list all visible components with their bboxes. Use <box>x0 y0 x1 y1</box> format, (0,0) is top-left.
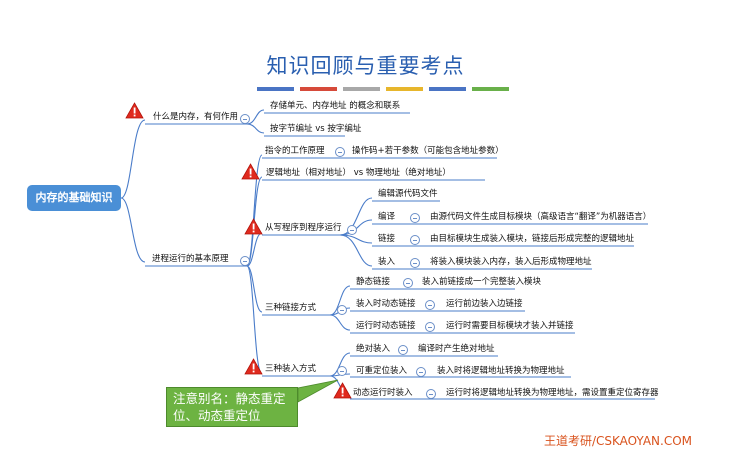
footer-watermark: 王道考研/CSKAOYAN.COM <box>543 434 692 448</box>
node-three-load-methods[interactable]: 三种装入方式 <box>265 364 317 374</box>
collapse-icon[interactable] <box>410 258 420 268</box>
node-static-link[interactable]: 静态链接 <box>356 277 391 287</box>
collapse-icon[interactable] <box>403 278 413 288</box>
node-instruction[interactable]: 指令的工作原理 <box>265 146 325 156</box>
root-node[interactable]: 内存的基础知识 <box>27 185 121 211</box>
color-bar <box>472 87 509 91</box>
collapse-icon[interactable] <box>337 305 347 315</box>
node-run-time-link-detail[interactable]: 运行时需要目标模块才装入并链接 <box>446 321 574 331</box>
color-bar <box>343 87 380 91</box>
title-color-bars <box>257 87 509 91</box>
collapse-icon[interactable] <box>240 114 250 124</box>
node-link-detail[interactable]: 由目标模块生成装入模块，链接后形成完整的逻辑地址 <box>430 234 635 244</box>
collapse-icon[interactable] <box>337 366 347 376</box>
color-bar <box>257 87 294 91</box>
node-load-detail[interactable]: 将装入模块装入内存，装入后形成物理地址 <box>430 257 592 267</box>
warning-icon <box>125 102 144 119</box>
node-run-time-dynamic-link[interactable]: 运行时动态链接 <box>356 321 416 331</box>
collapse-icon[interactable] <box>410 235 420 245</box>
warning-icon <box>333 382 352 399</box>
color-bar <box>429 87 466 91</box>
collapse-icon[interactable] <box>398 345 408 355</box>
node-compile-detail[interactable]: 由源代码文件生成目标模块（高级语言“翻译”为机器语言） <box>430 212 652 222</box>
page-title: 知识回顾与重要考点 <box>266 54 465 78</box>
node-link[interactable]: 链接 <box>378 234 396 244</box>
node-what-is-memory[interactable]: 什么是内存，有何作用 <box>153 112 239 122</box>
node-dynamic-runtime-load-detail[interactable]: 运行时将逻辑地址转换为物理地址，需设置重定位寄存器 <box>446 388 659 398</box>
node-process-basics[interactable]: 进程运行的基本原理 <box>152 254 229 264</box>
color-bar <box>300 87 337 91</box>
collapse-icon[interactable] <box>410 213 420 223</box>
node-edit-source[interactable]: 编辑源代码文件 <box>378 189 438 199</box>
node-relocatable-load-detail[interactable]: 装入时将逻辑地址转换为物理地址 <box>437 366 565 376</box>
node-absolute-load-detail[interactable]: 编译时产生绝对地址 <box>418 344 495 354</box>
collapse-icon[interactable] <box>425 300 435 310</box>
node-load-time-link-detail[interactable]: 运行前边装入边链接 <box>446 299 523 309</box>
node-relocatable-load[interactable]: 可重定位装入 <box>356 366 408 376</box>
collapse-icon[interactable] <box>416 367 426 377</box>
warning-icon <box>241 163 260 180</box>
collapse-icon[interactable] <box>425 322 435 332</box>
callout-pointer <box>297 379 339 403</box>
node-load[interactable]: 装入 <box>378 257 396 267</box>
collapse-icon[interactable] <box>240 256 250 266</box>
collapse-icon[interactable] <box>335 147 345 157</box>
node-compile[interactable]: 编译 <box>378 212 396 222</box>
node-load-time-dynamic-link[interactable]: 装入时动态链接 <box>356 299 416 309</box>
node-instruction-detail[interactable]: 操作码+若干参数（可能包含地址参数） <box>352 146 504 156</box>
node-dynamic-runtime-load[interactable]: 动态运行时装入 <box>353 388 413 398</box>
warning-icon <box>244 218 263 235</box>
node-byte-vs-word[interactable]: 按字节编址 vs 按字编址 <box>270 124 362 134</box>
collapse-icon[interactable] <box>347 225 357 235</box>
node-address-types[interactable]: 逻辑地址（相对地址） vs 物理地址（绝对地址） <box>266 168 451 178</box>
warning-icon <box>244 358 263 375</box>
node-static-link-detail[interactable]: 装入前链接成一个完整装入模块 <box>422 277 542 287</box>
node-three-link-methods[interactable]: 三种链接方式 <box>265 303 317 313</box>
alias-note-callout: 注意别名：静态重定位、动态重定位 <box>166 387 298 427</box>
node-storage-unit[interactable]: 存储单元、内存地址 的概念和联系 <box>270 101 401 111</box>
collapse-icon[interactable] <box>426 389 436 399</box>
node-write-to-run[interactable]: 从写程序到程序运行 <box>265 223 342 233</box>
color-bar <box>386 87 423 91</box>
node-absolute-load[interactable]: 绝对装入 <box>356 344 391 354</box>
